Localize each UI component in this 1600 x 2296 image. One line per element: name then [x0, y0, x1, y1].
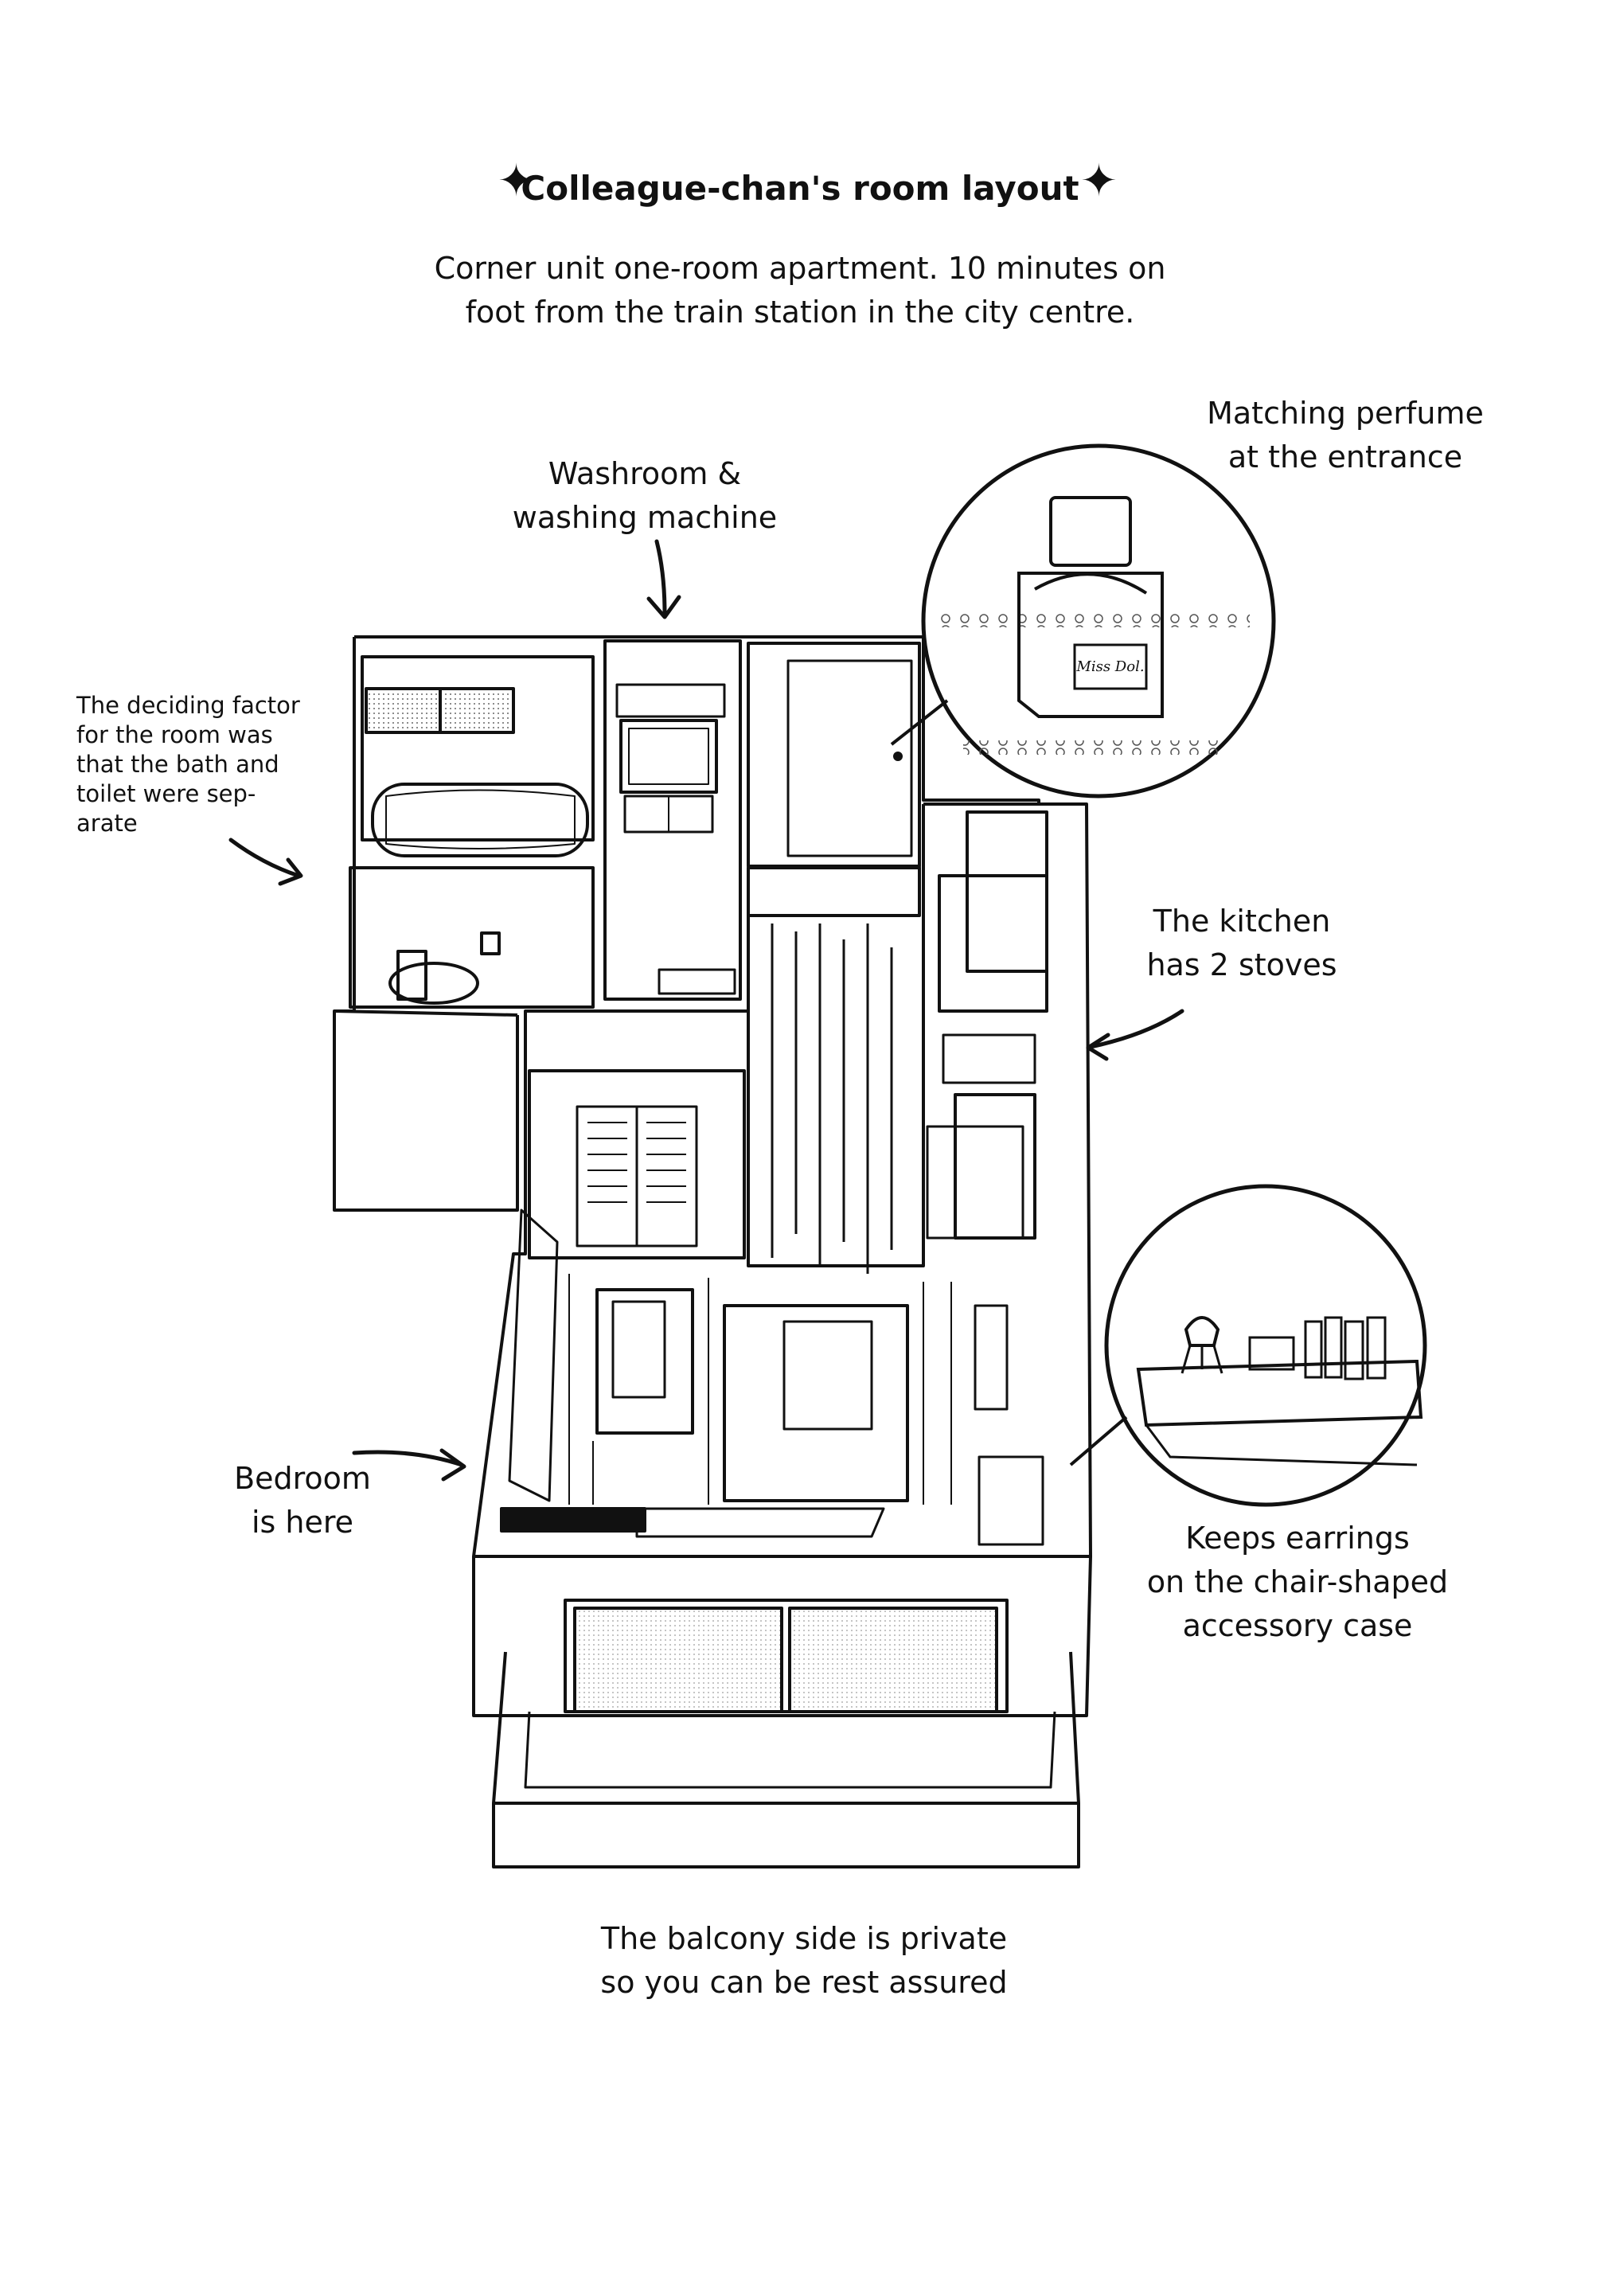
front-facade: [472, 1556, 1092, 1717]
kitchen-line-1: The kitchen: [1153, 904, 1331, 939]
kitchen-callout: The kitchen has 2 stoves: [1114, 900, 1369, 987]
bath-callout: The deciding factor for the room was tha…: [76, 691, 347, 839]
perfume-line-1: Matching perfume: [1207, 396, 1484, 431]
perfume-callout: Matching perfume at the entrance: [1170, 392, 1520, 479]
bedroom-line-1: Bedroom: [234, 1461, 371, 1496]
kitchen-line-2: has 2 stoves: [1146, 947, 1337, 983]
washroom-callout: Washroom & washing machine: [486, 452, 804, 540]
earrings-line-3: accessory case: [1182, 1608, 1413, 1644]
subtitle-line-2: foot from the train station in the city …: [465, 295, 1135, 330]
bedroom-callout: Bedroom is here: [207, 1457, 398, 1544]
star-icon-left: ✦: [498, 155, 535, 207]
bath-line-2: for the room was: [76, 721, 273, 749]
arrow-icon-washroom: [646, 539, 681, 619]
balcony-callout: The balcony side is private so you can b…: [501, 1917, 1106, 2005]
earrings-callout: Keeps earrings on the chair-shaped acces…: [1118, 1517, 1477, 1648]
bath-line-3: that the bath and: [76, 751, 279, 779]
earrings-line-2: on the chair-shaped: [1146, 1564, 1449, 1600]
bedroom-line-2: is here: [251, 1505, 354, 1540]
main-room-walls: [472, 802, 1092, 1558]
star-icon-right: ✦: [1080, 155, 1118, 207]
balcony: [492, 1651, 1080, 1868]
subtitle-line-1: Corner unit one-room apartment. 10 minut…: [434, 251, 1166, 286]
page-title: Colleague-chan's room layout: [521, 169, 1079, 208]
bath-line-1: The deciding factor: [76, 692, 300, 719]
perfume-line-2: at the entrance: [1227, 439, 1463, 475]
arrow-icon-bath: [228, 838, 303, 886]
washroom-line-1: Washroom &: [548, 456, 742, 491]
bottle-label: Miss Dol.: [1075, 658, 1144, 675]
arrow-icon-bedroom: [352, 1448, 466, 1482]
earrings-line-1: Keeps earrings: [1185, 1521, 1410, 1556]
bath-line-4: toilet were sep-: [76, 780, 256, 808]
balcony-line-1: The balcony side is private: [600, 1921, 1008, 1956]
balcony-line-2: so you can be rest assured: [600, 1965, 1008, 2001]
page-subtitle: Corner unit one-room apartment. 10 minut…: [0, 247, 1600, 334]
accessory-inset: [1069, 1184, 1427, 1507]
perfume-inset: [890, 443, 1276, 799]
upper-wing-walls: [333, 635, 1040, 1212]
bath-line-5: arate: [76, 810, 138, 838]
arrow-icon-kitchen: [1086, 1009, 1184, 1061]
washroom-line-2: washing machine: [512, 500, 778, 536]
